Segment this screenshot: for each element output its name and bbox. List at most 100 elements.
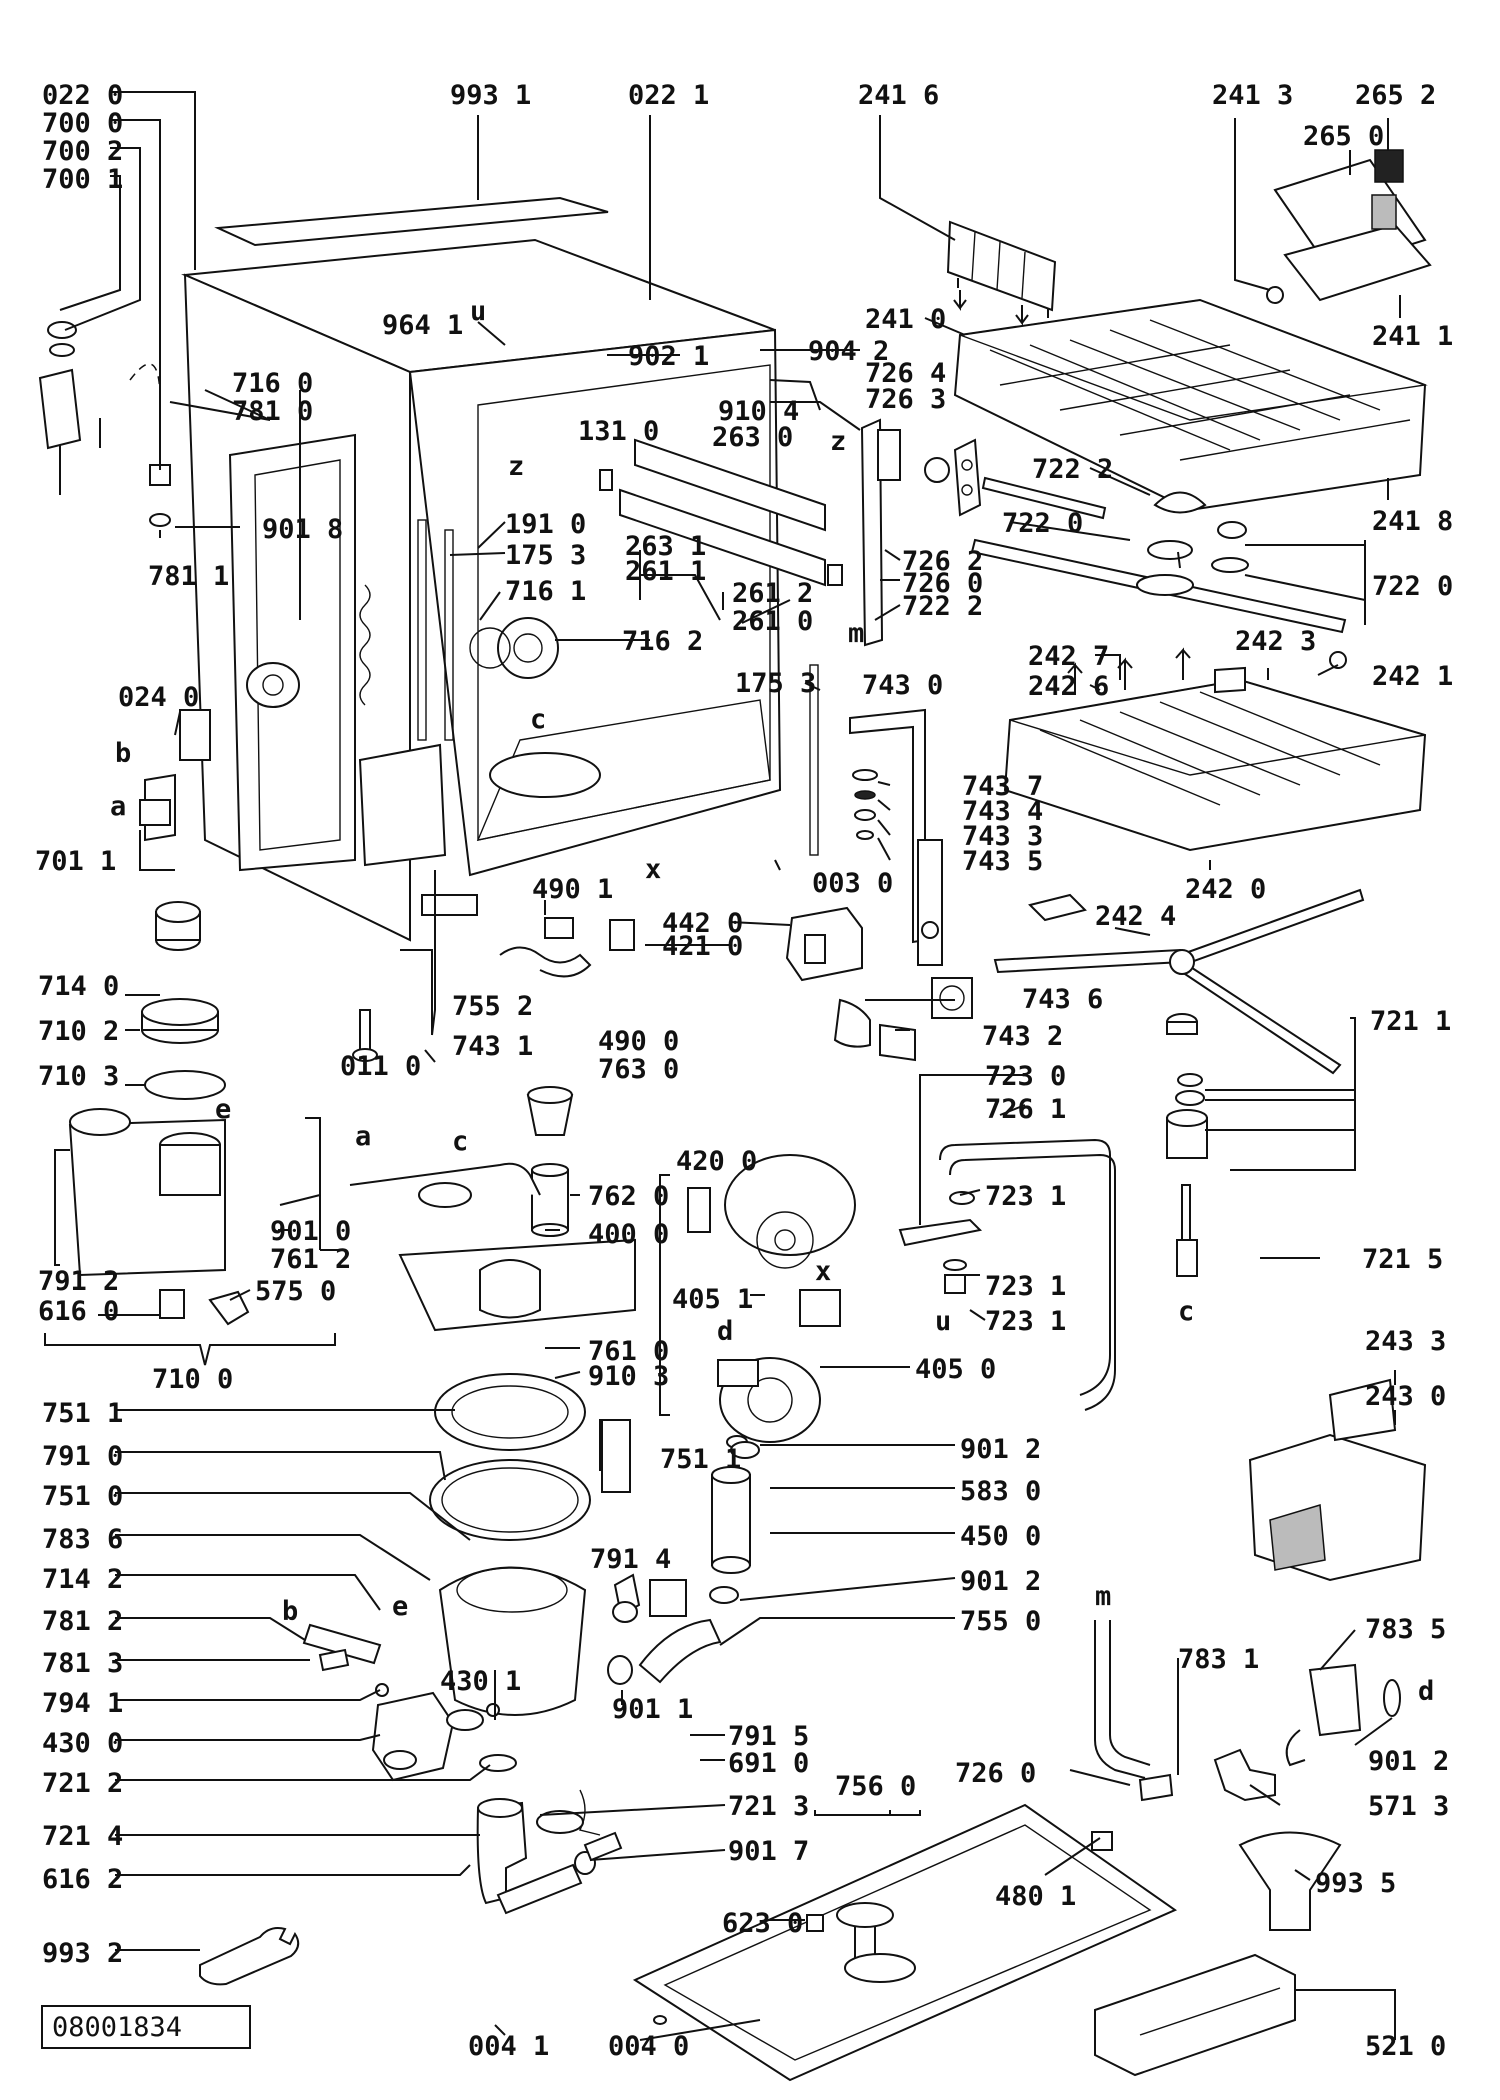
marker-u: u	[935, 1306, 951, 1337]
cabinet-tub	[179, 238, 843, 942]
label-993-1: 993 1	[450, 80, 531, 111]
callout-labels: 022 0 700 0 700 2 700 1 993 1 022 1 241 …	[35, 80, 1453, 2062]
label-241-0: 241 0	[865, 304, 946, 335]
label-721-1: 721 1	[1370, 1006, 1451, 1037]
label-575-0: 575 0	[255, 1276, 336, 1307]
label-761-0: 761 0	[588, 1336, 669, 1367]
label-265-2: 265 2	[1355, 80, 1436, 111]
label-901-2-c: 901 2	[1368, 1746, 1449, 1777]
label-691-0: 691 0	[728, 1748, 809, 1779]
label-405-0: 405 0	[915, 1354, 996, 1385]
label-022-0: 022 0	[42, 80, 123, 111]
label-723-1-a: 723 1	[985, 1181, 1066, 1212]
label-131-0: 131 0	[578, 416, 659, 447]
label-241-6: 241 6	[858, 80, 939, 111]
label-743-6: 743 6	[1022, 984, 1103, 1015]
label-781-0: 781 0	[232, 396, 313, 427]
label-242-4: 242 4	[1095, 901, 1176, 932]
label-022-1: 022 1	[628, 80, 709, 111]
wrench-drawing	[199, 1927, 300, 1986]
label-721-5: 721 5	[1362, 1244, 1443, 1275]
label-781-1: 781 1	[148, 561, 229, 592]
water-softener-drawing	[68, 901, 250, 1326]
label-242-7: 242 7	[1028, 641, 1109, 672]
hose-drawing	[302, 1618, 722, 1836]
label-571-3: 571 3	[1368, 1791, 1449, 1822]
label-902-1: 902 1	[628, 341, 709, 372]
heater-drawing	[612, 1441, 760, 1623]
label-442-0: 442 0	[662, 908, 743, 939]
sump-assembly-drawing	[429, 1373, 641, 1716]
label-263-1: 263 1	[625, 531, 706, 562]
marker-u: u	[470, 296, 486, 327]
salt-funnel-drawing	[1238, 1831, 1342, 1931]
marker-c: c	[452, 1126, 468, 1157]
label-751-0: 751 0	[42, 1481, 123, 1512]
microfilter-plate-drawing	[398, 1238, 636, 1332]
dispenser-drawing	[785, 906, 973, 1062]
control-unit-drawing	[1094, 1953, 1296, 2077]
document-number-frame	[41, 2005, 251, 2049]
label-743-1: 743 1	[452, 1031, 533, 1062]
label-721-2: 721 2	[42, 1768, 123, 1799]
hinge-drawing	[860, 418, 982, 647]
marker-c: c	[530, 704, 546, 735]
label-721-3: 721 3	[728, 1791, 809, 1822]
label-243-3: 243 3	[1365, 1326, 1446, 1357]
label-904-2: 904 2	[808, 336, 889, 367]
label-700-2: 700 2	[42, 136, 123, 167]
label-743-7: 743 7	[962, 771, 1043, 802]
label-242-6: 242 6	[1028, 671, 1109, 702]
marker-m: m	[848, 618, 864, 649]
label-241-1: 241 1	[1372, 321, 1453, 352]
label-430-1: 430 1	[440, 1666, 521, 1697]
lower-spray-arm-drawing	[993, 888, 1365, 1277]
label-743-2: 743 2	[982, 1021, 1063, 1052]
label-901-2-b: 901 2	[960, 1566, 1041, 1597]
label-723-1-c: 723 1	[985, 1306, 1066, 1337]
label-490-0: 490 0	[598, 1026, 679, 1057]
upper-basket-drawing	[953, 298, 1428, 512]
label-993-5: 993 5	[1315, 1868, 1396, 1899]
label-726-3: 726 3	[865, 384, 946, 415]
label-726-0-bottom: 726 0	[955, 1758, 1036, 1789]
label-743-5: 743 5	[962, 846, 1043, 877]
label-242-1: 242 1	[1372, 661, 1453, 692]
label-722-0-left: 722 0	[1002, 508, 1083, 539]
label-901-7: 901 7	[728, 1836, 809, 1867]
label-756-0: 756 0	[835, 1771, 916, 1802]
drain-pump-drawing	[371, 1683, 500, 1782]
label-722-0-right: 722 0	[1372, 571, 1453, 602]
label-450-0: 450 0	[960, 1521, 1041, 1552]
label-714-2: 714 2	[42, 1564, 123, 1595]
label-242-3: 242 3	[1235, 626, 1316, 657]
label-783-5: 783 5	[1365, 1614, 1446, 1645]
label-430-0: 430 0	[42, 1728, 123, 1759]
label-623-0: 623 0	[722, 1908, 803, 1939]
label-004-1: 004 1	[468, 2031, 549, 2062]
gasket-drawing	[349, 1162, 631, 1493]
label-751-1-left: 751 1	[42, 1398, 123, 1429]
label-783-1: 783 1	[1178, 1644, 1259, 1675]
label-723-1-b: 723 1	[985, 1271, 1066, 1302]
label-993-2: 993 2	[42, 1938, 123, 1969]
lower-basket-drawing	[1003, 647, 1427, 922]
marker-b: b	[115, 738, 131, 769]
label-763-0: 763 0	[598, 1054, 679, 1085]
label-726-4: 726 4	[865, 358, 946, 389]
label-722-2-top: 722 2	[1032, 454, 1113, 485]
label-490-1: 490 1	[532, 874, 613, 905]
water-supply-bracket-drawing	[849, 708, 943, 966]
marker-m: m	[1095, 1581, 1111, 1612]
label-405-1: 405 1	[672, 1284, 753, 1315]
label-755-2: 755 2	[452, 991, 533, 1022]
label-241-8: 241 8	[1372, 506, 1453, 537]
label-004-0: 004 0	[608, 2031, 689, 2062]
label-910-3: 910 3	[588, 1361, 669, 1392]
label-700-1: 700 1	[42, 164, 123, 195]
marker-x: x	[645, 854, 661, 885]
cutlery-holder-drawing	[946, 220, 1057, 326]
label-700-0: 700 0	[42, 108, 123, 139]
label-175-3-right: 175 3	[735, 668, 816, 699]
